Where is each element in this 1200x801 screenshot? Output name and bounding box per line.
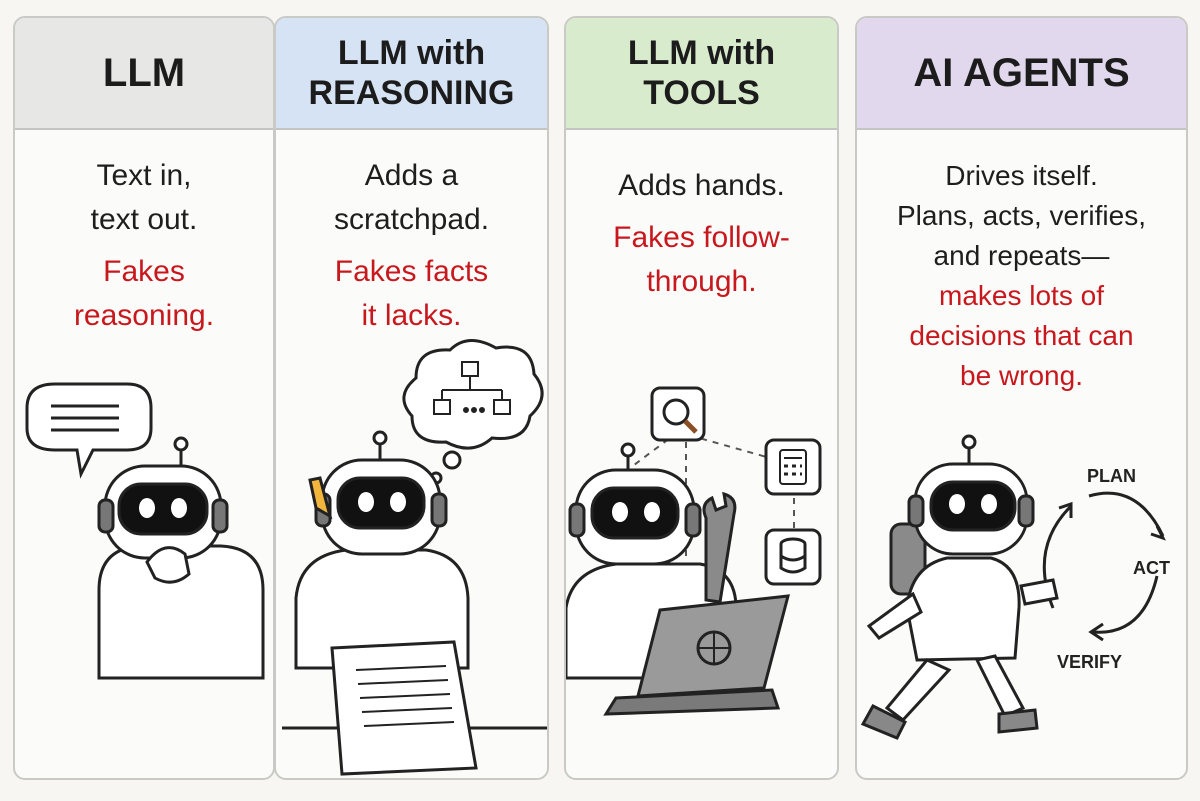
description-line: Text in, bbox=[96, 159, 192, 192]
arrowhead-icon bbox=[1150, 525, 1166, 541]
robot-icon bbox=[282, 430, 547, 730]
robot-icon bbox=[860, 434, 1059, 740]
robot-icon bbox=[97, 436, 265, 680]
description-line: text out. bbox=[90, 203, 198, 236]
panel-title: TOOLS bbox=[643, 74, 760, 112]
running-robot-illustration: PLAN ACT VERIFY bbox=[860, 434, 1170, 740]
cycle-arrow bbox=[1088, 491, 1165, 537]
thinking-robot-illustration bbox=[25, 382, 265, 680]
panel-header: LLM with REASONING bbox=[276, 18, 547, 130]
panel-text: Drives itself. Plans, acts, verifies, an… bbox=[857, 130, 1186, 396]
cycle-label-verify: VERIFY bbox=[1057, 652, 1122, 672]
limitation-line: be wrong. bbox=[960, 360, 1083, 391]
search-tool-icon bbox=[650, 386, 706, 442]
limitation-line: reasoning. bbox=[73, 299, 215, 332]
panel-ai-agents: AI AGENTS Drives itself. Plans, acts, ve… bbox=[855, 16, 1188, 780]
cycle-label-plan: PLAN bbox=[1087, 466, 1136, 486]
notebook-icon bbox=[330, 640, 478, 776]
cycle-label-act: ACT bbox=[1133, 558, 1170, 578]
panel-title: AI AGENTS bbox=[913, 51, 1130, 95]
tools-robot-illustration bbox=[566, 386, 822, 716]
limitation-line: Fakes facts bbox=[334, 255, 489, 288]
speech-bubble-icon bbox=[25, 382, 153, 479]
panel-header: AI AGENTS bbox=[857, 18, 1186, 130]
panel-llm-reasoning: LLM with REASONING Adds a scratchpad. Fa… bbox=[274, 16, 549, 780]
panel-text: Text in, text out. Fakes reasoning. bbox=[15, 130, 273, 338]
panel-text: Adds hands. Fakes follow- through. bbox=[566, 130, 837, 304]
arrowhead-icon bbox=[1088, 622, 1104, 642]
laptop-icon bbox=[603, 594, 791, 716]
panel-title: LLM with bbox=[627, 34, 776, 72]
scratchpad-robot-illustration bbox=[282, 339, 547, 776]
limitation-line: it lacks. bbox=[361, 299, 462, 332]
panel-header: LLM bbox=[15, 18, 273, 130]
description-line: and repeats— bbox=[933, 240, 1110, 271]
limitation-line: Fakes follow- bbox=[613, 221, 790, 254]
limitation-line: through. bbox=[646, 265, 757, 298]
limitation-line: decisions that can bbox=[909, 320, 1134, 351]
description-line: Adds a bbox=[364, 159, 459, 192]
thought-cloud-icon bbox=[402, 339, 544, 485]
panel-header: LLM with TOOLS bbox=[566, 18, 837, 130]
wrench-icon bbox=[702, 491, 737, 604]
description-line: Adds hands. bbox=[618, 169, 785, 202]
panel-llm-tools: LLM with TOOLS Adds hands. Fakes follow-… bbox=[564, 16, 839, 780]
arrowhead-icon bbox=[1058, 501, 1073, 518]
panel-text: Adds a scratchpad. Fakes facts it lacks. bbox=[276, 130, 547, 338]
description-line: scratchpad. bbox=[333, 203, 490, 236]
database-tool-icon bbox=[764, 528, 822, 586]
panel-llm: LLM Text in, text out. Fakes reasoning. bbox=[13, 16, 275, 780]
cycle-arrow bbox=[1092, 575, 1159, 634]
description-line: Drives itself. bbox=[945, 160, 1098, 191]
calculator-tool-icon bbox=[764, 438, 822, 496]
panel-title: REASONING bbox=[308, 74, 515, 112]
panel-title: LLM bbox=[102, 51, 186, 95]
limitation-line: Fakes bbox=[103, 255, 185, 288]
panel-title: LLM with bbox=[337, 34, 486, 72]
limitation-line: makes lots of bbox=[939, 280, 1104, 311]
description-line: Plans, acts, verifies, bbox=[897, 200, 1146, 231]
